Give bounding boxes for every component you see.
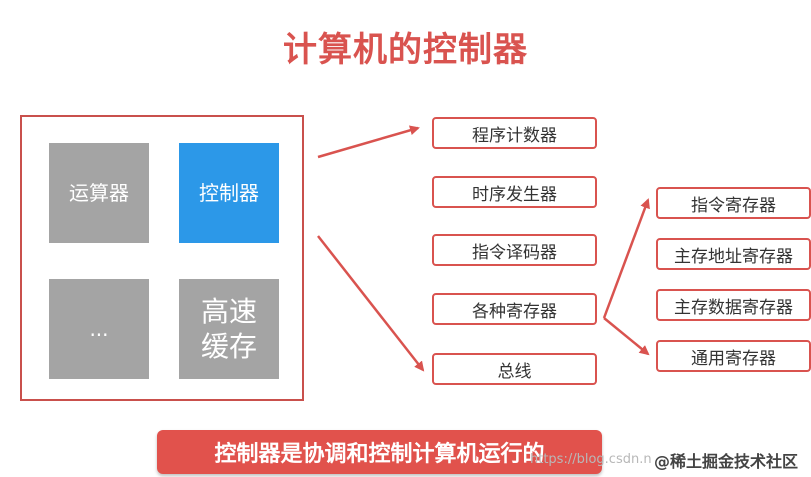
watermark-site: @稀土掘金技术社区 bbox=[654, 452, 799, 471]
bus-box: 总线 bbox=[432, 353, 597, 385]
registers-box: 各种寄存器 bbox=[432, 293, 597, 325]
instruction-register-box: 指令寄存器 bbox=[656, 187, 811, 219]
arrow-to-bus bbox=[317, 235, 425, 372]
arrow-to-general-register bbox=[603, 317, 650, 356]
cache-tile: 高速 缓存 bbox=[179, 279, 279, 379]
computer-frame: 运算器 控制器 ... 高速 缓存 bbox=[20, 115, 304, 401]
timing-generator-box: 时序发生器 bbox=[432, 176, 597, 208]
summary-banner: 控制器是协调和控制计算机运行的 bbox=[157, 430, 602, 474]
arrow-to-program-counter bbox=[317, 125, 420, 159]
watermark-url: https://blog.csdn.n bbox=[530, 452, 652, 467]
instruction-decoder-box: 指令译码器 bbox=[432, 234, 597, 266]
more-tile: ... bbox=[49, 279, 149, 379]
cache-label-line1: 高速 bbox=[200, 295, 257, 328]
memory-data-register-box: 主存数据寄存器 bbox=[656, 289, 811, 321]
controller-tile: 控制器 bbox=[179, 143, 279, 243]
memory-address-register-box: 主存地址寄存器 bbox=[656, 238, 811, 270]
cache-label-line2: 缓存 bbox=[200, 330, 257, 363]
general-register-box: 通用寄存器 bbox=[656, 340, 811, 372]
alu-tile: 运算器 bbox=[49, 143, 149, 243]
program-counter-box: 程序计数器 bbox=[432, 117, 597, 149]
arrow-to-instruction-register bbox=[602, 198, 650, 319]
page-title: 计算机的控制器 bbox=[283, 30, 528, 70]
